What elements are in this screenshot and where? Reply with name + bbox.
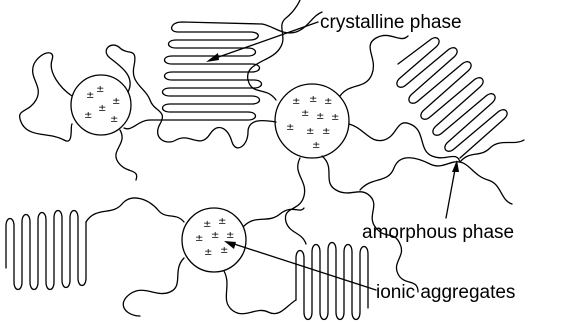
svg-text:±: ± [211, 230, 219, 241]
amorphous-chain-3 [116, 130, 137, 180]
amorphous-chain-16 [124, 120, 150, 129]
svg-text:±: ± [286, 122, 294, 133]
svg-text:±: ± [226, 230, 234, 241]
ion-pairs-center: ± ± ± ± ± ± ± ± ± ± [286, 94, 339, 151]
svg-text:±: ± [324, 96, 332, 107]
svg-text:±: ± [292, 96, 300, 107]
svg-text:±: ± [110, 114, 118, 125]
amorphous-chain-10 [460, 140, 524, 162]
svg-text:±: ± [322, 126, 330, 137]
label-amorphous-phase: amorphous phase [362, 222, 514, 243]
ion-pairs-left: ± ± ± ± ± ± [84, 84, 120, 125]
pointer-amorphous [446, 164, 456, 218]
crystalline-lamella-left [6, 211, 86, 290]
svg-text:±: ± [98, 103, 106, 114]
pointer-ionic [228, 242, 376, 290]
amorphous-chain-1 [20, 53, 72, 141]
svg-text:±: ± [306, 126, 314, 137]
svg-text:±: ± [84, 110, 92, 121]
svg-text:±: ± [331, 112, 339, 123]
crystalline-lamella-top [150, 22, 262, 120]
amorphous-chain-13 [224, 271, 296, 314]
svg-text:±: ± [309, 94, 317, 105]
svg-text:±: ± [203, 219, 211, 230]
amorphous-chain-15 [262, 12, 322, 33]
label-crystalline-phase: crystalline phase [320, 12, 462, 33]
svg-text:±: ± [316, 111, 324, 122]
svg-text:±: ± [86, 90, 94, 101]
crystalline-lamella-right [296, 243, 368, 320]
svg-text:±: ± [220, 245, 228, 256]
pointer-crystalline [210, 22, 318, 60]
svg-text:±: ± [96, 84, 104, 95]
label-ionic-aggregates: ionic aggregates [376, 282, 515, 303]
svg-text:±: ± [204, 247, 212, 258]
amorphous-chain-12 [123, 258, 184, 316]
amorphous-chain-7 [285, 158, 306, 244]
svg-text:±: ± [218, 216, 226, 227]
pointer-crystalline-arrowhead [206, 53, 219, 62]
svg-text:±: ± [195, 233, 203, 244]
svg-text:±: ± [301, 108, 309, 119]
amorphous-chain-14 [244, 208, 304, 226]
crystalline-lamella-upper-right [397, 38, 507, 158]
amorphous-chain-9 [360, 158, 512, 204]
svg-text:±: ± [112, 96, 120, 107]
svg-text:±: ± [312, 140, 320, 151]
ion-pairs-bottom: ± ± ± ± ± ± ± [195, 216, 234, 258]
amorphous-chain-6 [349, 123, 460, 162]
amorphous-chain-11 [86, 198, 184, 222]
